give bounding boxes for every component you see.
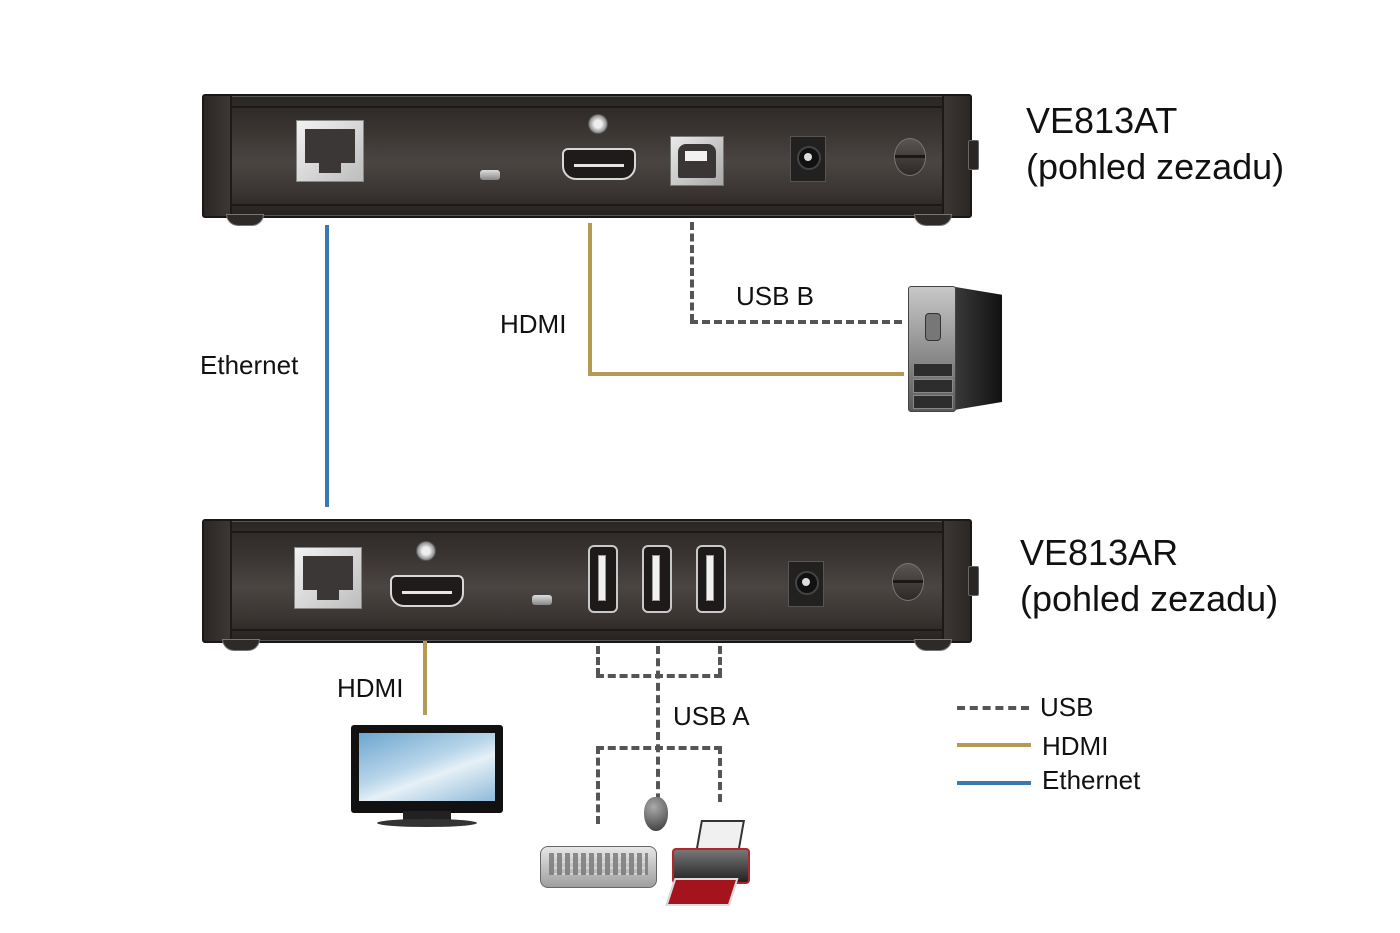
device-foot (226, 214, 264, 226)
hdmi-port-icon (390, 575, 464, 607)
receiver-title: VE813AR (pohled zezadu) (1020, 530, 1278, 622)
device-panel (230, 531, 944, 631)
device-endcap-left (204, 96, 232, 216)
led-indicator-icon (532, 595, 552, 605)
usb-a-cable (596, 674, 722, 678)
device-foot (222, 639, 260, 651)
legend-ethernet-label: Ethernet (1042, 765, 1141, 795)
security-lock-icon (892, 563, 924, 601)
hdmi-cable-rx (423, 641, 427, 715)
transmitter-model: VE813AT (1026, 100, 1178, 141)
usb-a-cable-printer (718, 746, 722, 802)
usb-a-cable (656, 646, 660, 826)
ethernet-cable (325, 225, 329, 507)
device-panel (230, 106, 944, 206)
receiver-view: (pohled zezadu) (1020, 578, 1279, 619)
tx-usb-label: USB B (736, 281, 815, 311)
screw-icon (588, 114, 608, 134)
usb-a-cable (718, 646, 722, 676)
device-endcap-right (942, 521, 970, 641)
dc-power-jack-icon (788, 561, 824, 607)
legend-ethernet-swatch (957, 781, 1031, 785)
usb-a-cable (596, 746, 722, 750)
legend-usb-swatch (957, 706, 1029, 710)
usb-b-cable-horizontal (690, 320, 902, 324)
security-lock-icon (894, 138, 926, 176)
transmitter-view: (pohled zezadu) (1026, 146, 1285, 187)
legend-hdmi-label: HDMI (1042, 731, 1109, 761)
ve813at-device (202, 94, 972, 218)
led-indicator-icon (480, 170, 500, 180)
usb-a-port-icon (588, 545, 618, 613)
device-foot (914, 639, 952, 651)
rx-hdmi-label: HDMI (337, 673, 404, 703)
transmitter-title: VE813AT (pohled zezadu) (1026, 98, 1284, 190)
mouse-icon (644, 797, 668, 831)
usb-a-cable-keyboard (596, 746, 600, 824)
device-endcap-left (204, 521, 232, 641)
tx-hdmi-label: HDMI (500, 309, 567, 339)
legend-hdmi-swatch (957, 743, 1031, 747)
device-endcap-right (942, 96, 970, 216)
legend-usb-label: USB (1040, 692, 1094, 722)
keyboard-icon (540, 846, 657, 888)
usb-b-cable-vertical (690, 222, 694, 322)
receiver-model: VE813AR (1020, 532, 1179, 573)
side-knob-icon (968, 566, 979, 596)
ethernet-port-icon (296, 120, 364, 182)
usb-a-cable (596, 646, 600, 676)
rx-usb-label: USB A (673, 701, 750, 731)
ethernet-cable-label: Ethernet (200, 350, 299, 380)
printer-icon (665, 820, 750, 906)
usb-b-port-icon (670, 136, 724, 186)
dc-power-jack-icon (790, 136, 826, 182)
device-foot (914, 214, 952, 226)
screw-icon (416, 541, 436, 561)
ve813ar-device (202, 519, 972, 643)
monitor-icon (351, 725, 503, 827)
side-knob-icon (968, 140, 979, 170)
computer-icon (908, 276, 1003, 412)
hdmi-cable-tx-horizontal (588, 372, 904, 376)
hdmi-port-icon (562, 148, 636, 180)
hdmi-cable-tx-vertical (588, 223, 592, 375)
usb-a-port-icon (642, 545, 672, 613)
ethernet-port-icon (294, 547, 362, 609)
usb-a-port-icon (696, 545, 726, 613)
